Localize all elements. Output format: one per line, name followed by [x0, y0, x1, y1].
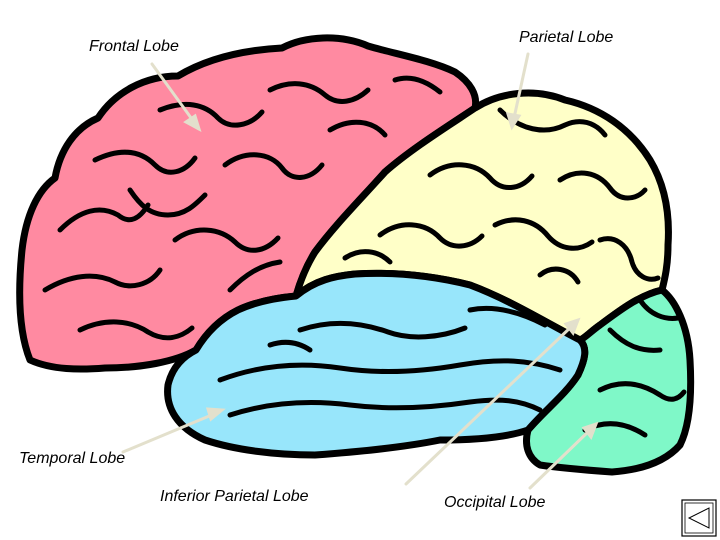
temporal-lobe-label: Temporal Lobe — [19, 450, 126, 467]
occipital-lobe-label: Occipital Lobe — [444, 494, 546, 511]
frontal-pointer-line — [150, 62, 196, 124]
parietal-pointer-line — [512, 52, 530, 120]
inferior-parietal-pointer-line — [404, 324, 574, 486]
back-nav-button[interactable] — [681, 499, 717, 537]
occipital-lobe-region — [523, 286, 695, 476]
temporal-pointer-arrow — [205, 407, 226, 422]
occipital-pointer-arrow — [581, 421, 599, 441]
temporal-pointer-line — [121, 412, 216, 454]
occipital-pointer-line — [528, 428, 592, 490]
temporal-lobe-region — [164, 269, 589, 459]
inferior-parietal-pointer-arrow — [563, 317, 581, 337]
frontal-pointer-arrow — [183, 113, 202, 133]
triangle-left-icon — [681, 499, 717, 537]
inferior-parietal-lobe-label: Inferior Parietal Lobe — [160, 488, 309, 505]
label-pointers — [121, 52, 599, 490]
brain-sulci — [42, 75, 687, 438]
parietal-lobe-label: Parietal Lobe — [519, 29, 614, 46]
parietal-pointer-arrow — [505, 112, 522, 131]
frontal-lobe-label: Frontal Lobe — [89, 38, 179, 55]
